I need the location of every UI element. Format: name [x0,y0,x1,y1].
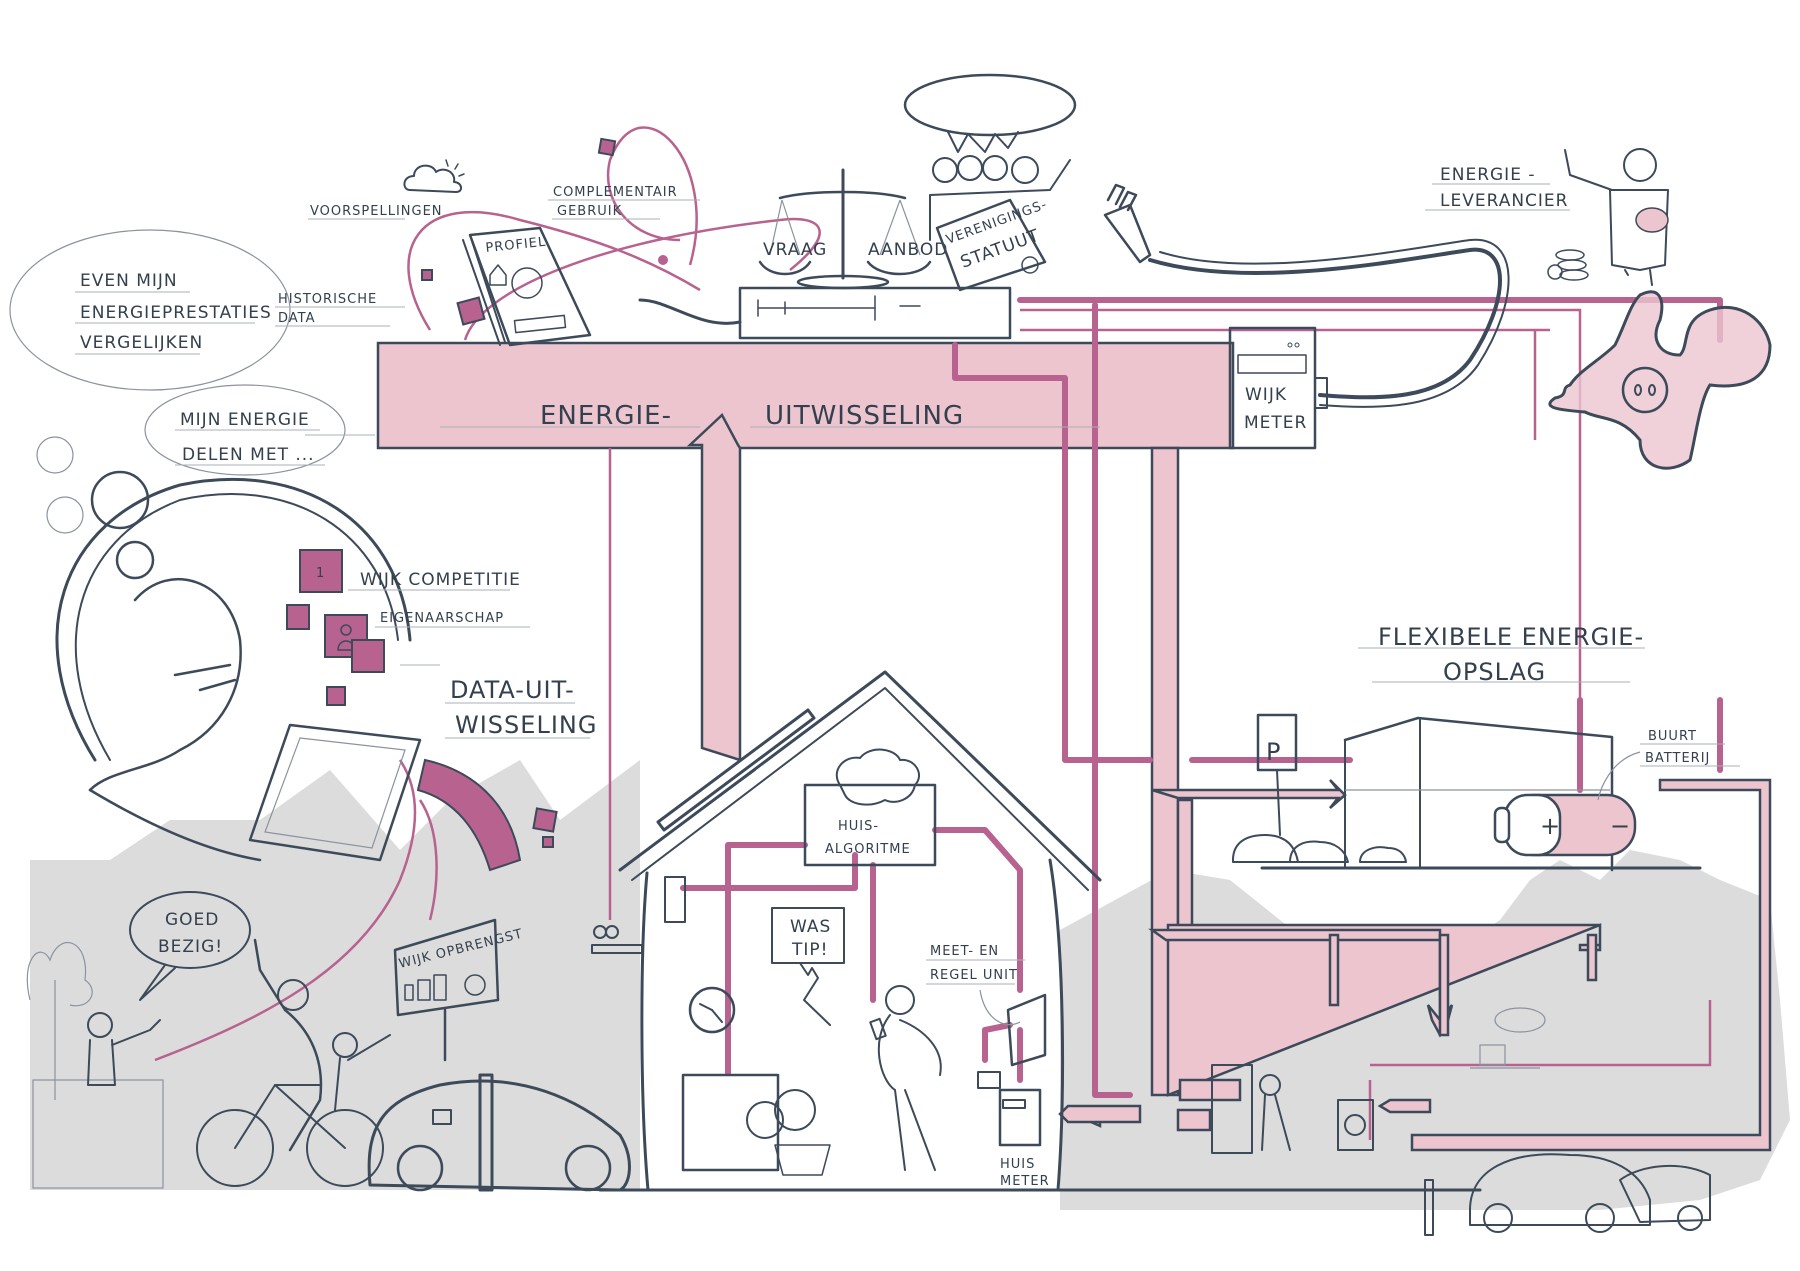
historical-data-line-2: DATA [278,311,316,326]
resident-with-phone [869,985,942,1171]
shield-icon [351,639,385,673]
complementary-use-label: COMPLEMENTAIR GEBRUIK [548,185,700,220]
electric-car-icon [367,1073,631,1192]
well-done-line-1: GOED [165,910,219,930]
complementary-line-1: COMPLEMENTAIR [553,185,678,200]
control-unit: MEET- EN REGEL UNIT [926,944,1047,1089]
data-exchange-line-1: DATA-UIT- [450,676,575,704]
flexible-storage-line-2: OPSLAG [1443,658,1546,686]
compare-line-2: ENERGIEPRESTATIES [80,303,272,323]
washing-machine-icon [681,1073,831,1176]
plug-icon [1103,183,1510,408]
data-exchange-line-2: WISSELING [455,711,597,739]
compare-line-3: VERGELIJKEN [80,333,203,353]
battery-minus-sign: − [1610,812,1631,840]
house-algorithm-line-1: HUIS- [838,819,879,834]
district-meter-line-1: WIJK [1245,385,1287,405]
share-line-2: DELEN MET ... [182,445,315,465]
parking-sign-text: P [1266,738,1281,766]
wash-tip-bubble: WAS TIP! [771,907,845,1026]
trophy-rank: 1 [316,566,325,581]
clock-icon [688,986,736,1034]
exchange-hub-device [638,286,1012,340]
energy-exchange-title: ENERGIE- UITWISSELING [440,401,1100,431]
cloud-sun-icon [403,159,465,193]
data-exchange-panel: 1 WIJK COMPETITIE EIGENAARSCHAP DATA-UIT… [286,549,597,739]
battery-label-line-1: BUURT [1648,729,1697,744]
district-meter-line-2: METER [1244,413,1307,433]
supplier-line-2: LEVERANCIER [1440,191,1569,211]
share-line-1: MIJN ENERGIE [180,410,310,430]
battery-label-line-2: BATTERIJ [1645,751,1710,766]
flexible-storage: FLEXIBELE ENERGIE- OPSLAG P + − BUURT BA… [1231,623,1740,872]
compare-performance-bubble: EVEN MIJN ENERGIEPRESTATIES VERGELIJKEN [9,229,291,391]
energy-exchange-word-1: ENERGIE- [540,401,672,431]
supplier-line-1: ENERGIE - [1440,165,1535,185]
bicycle-icon [196,1084,384,1187]
battery-icon: + − [1493,793,1637,857]
house-algorithm-line-2: ALGORITME [825,842,911,857]
piggy-bank-icon [1635,207,1669,233]
coins-icon [1547,249,1589,281]
socket-icon [1621,366,1669,414]
outdoor-sensor [591,925,643,954]
trophy-icon [299,549,343,593]
forecasts-label: VOORSPELLINGEN [308,204,443,220]
house-meter-line-2: METER [1000,1174,1050,1189]
historical-data-line-1: HISTORISCHE [278,292,377,307]
wash-tip-line-1: WAS [790,917,831,937]
compare-line-1: EVEN MIJN [80,271,178,291]
battery-plus-sign: + [1540,812,1561,840]
share-energy-bubble: MIJN ENERGIE DELEN MET ... [144,384,375,476]
avatar [90,470,150,530]
energy-supplier: ENERGIE - LEVERANCIER [1425,148,1669,286]
wash-tip-line-2: TIP! [791,940,828,960]
district-meter: WIJK METER [1228,326,1328,450]
house-meter: HUIS METER [998,1088,1050,1189]
house: HUIS- ALGORITME WAS TIP! [591,670,1102,1192]
settings-icon [326,686,346,706]
brain-icon [835,748,920,806]
historical-data-label: HISTORISCHE DATA [275,292,405,327]
ownership-label: EIGENAARSCHAP [380,611,504,626]
energy-exchange-word-2: UITWISSELING [765,401,964,431]
parking-sign: P [1256,713,1298,836]
forecasts-text: VOORSPELLINGEN [310,204,443,219]
house-meter-line-1: HUIS [1000,1157,1035,1172]
profile-text: PROFIEL [485,235,547,256]
complementary-line-2: GEBRUIK [557,204,622,219]
profile-document: PROFIEL [462,226,592,347]
control-unit-line-2: REGEL UNIT [930,968,1018,983]
control-unit-line-1: MEET- EN [930,944,999,959]
resident-with-tablet [36,436,422,862]
storage-distribution-pipe [1058,778,1772,1152]
flexible-storage-line-1: FLEXIBELE ENERGIE- [1378,623,1644,651]
neighbour-appliances [1058,1007,1711,1236]
well-done-line-2: BEZIG! [158,937,223,957]
lock-icon [286,604,310,630]
demand-label: VRAAG [763,240,827,260]
district-competition-label: WIJK COMPETITIE [360,570,521,590]
netherlands-map [1548,290,1772,470]
supply-label: AANBOD [868,240,948,260]
scale-icon: VRAAG AANBOD [758,168,948,290]
